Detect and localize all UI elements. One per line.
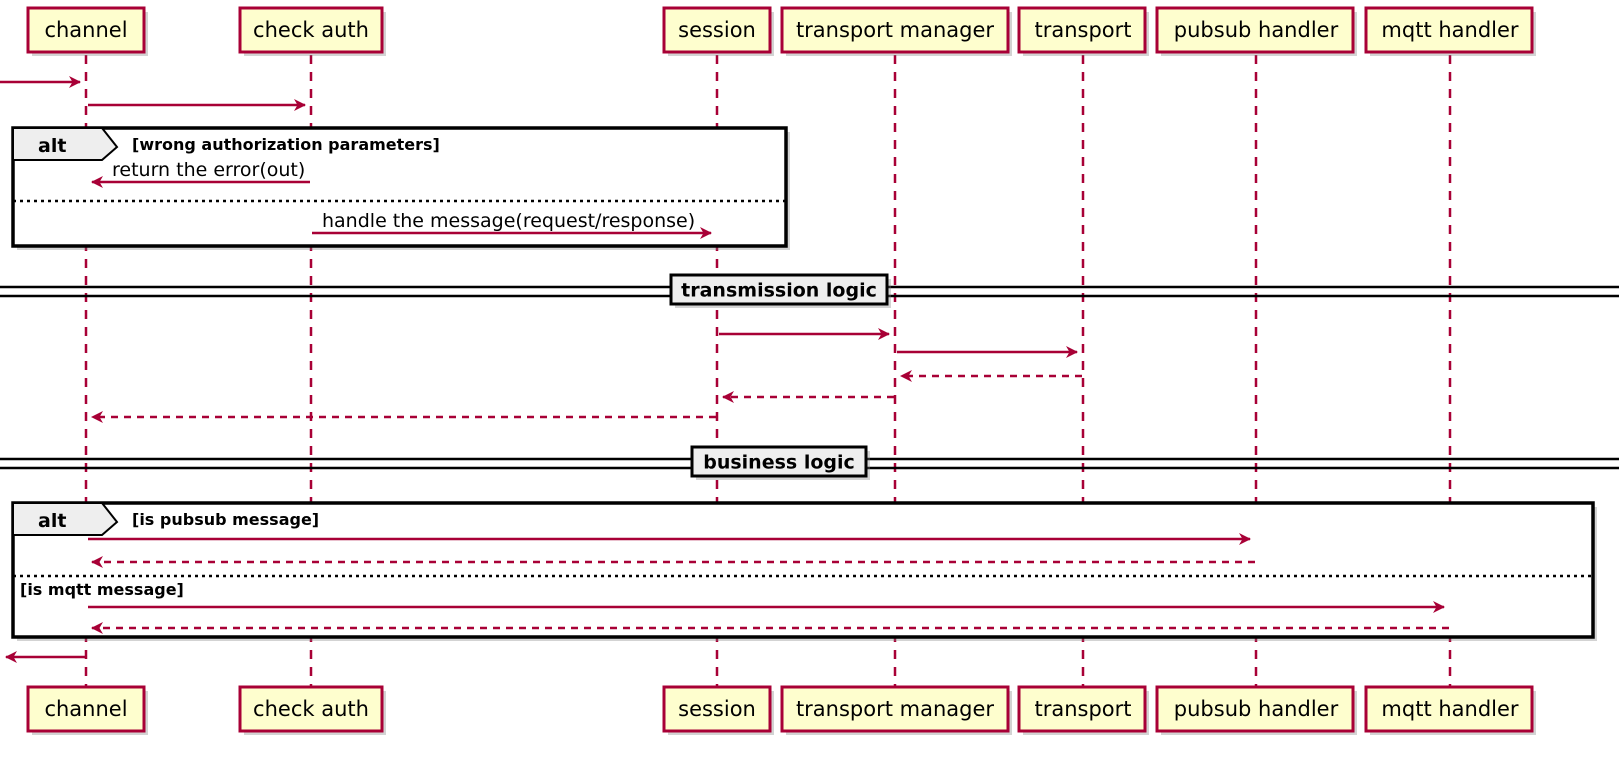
- participant-mqtt-handler-top[interactable]: mqtt handler: [1364, 6, 1536, 56]
- participant-check-auth-bottom[interactable]: check auth: [238, 685, 386, 735]
- divider-business-box: [690, 445, 868, 478]
- participant-check-auth-top-box[interactable]: [238, 6, 384, 54]
- message-label-m3: return the error(out): [112, 159, 305, 181]
- participant-check-auth-bottom-label: check auth: [253, 697, 369, 721]
- message-handle-the-message: handle the message(request/response): [312, 210, 712, 239]
- fragment-alt-business-box: [11, 501, 1595, 639]
- participant-session-bottom-box[interactable]: [662, 685, 772, 733]
- participant-check-auth-top[interactable]: check auth: [238, 6, 386, 56]
- fragment-alt-business-guard-1: [is pubsub message]: [132, 510, 319, 529]
- fragment-alt-auth-label-tab: [12, 127, 119, 161]
- fragment-alt-auth: alt [wrong authorization parameters]: [11, 126, 790, 250]
- participant-pubsub-handler-bottom[interactable]: pubsub handler: [1155, 685, 1357, 735]
- participants-top: channel check auth session transport man…: [26, 6, 1536, 56]
- participant-channel-bottom-label: channel: [44, 697, 127, 721]
- participant-pubsub-handler-bottom-box[interactable]: [1155, 685, 1355, 733]
- participant-channel-top[interactable]: channel: [26, 6, 148, 56]
- participant-transport-bottom-box[interactable]: [1017, 685, 1147, 733]
- participant-session-bottom[interactable]: session: [662, 685, 774, 735]
- fragment-alt-business: alt [is pubsub message] [is mqtt message…: [11, 501, 1597, 641]
- participant-mqtt-handler-top-label: mqtt handler: [1381, 18, 1519, 42]
- participant-pubsub-handler-top[interactable]: pubsub handler: [1155, 6, 1357, 56]
- participant-mqtt-handler-bottom-box[interactable]: [1364, 685, 1534, 733]
- participant-transport-manager-top[interactable]: transport manager: [780, 6, 1012, 56]
- participant-transport-top-box[interactable]: [1017, 6, 1147, 54]
- fragment-alt-auth-box: [11, 126, 788, 248]
- participant-session-top-box[interactable]: [662, 6, 772, 54]
- participant-channel-top-box[interactable]: [26, 6, 146, 54]
- message-label-m4: handle the message(request/response): [322, 210, 695, 232]
- participant-transport-manager-bottom[interactable]: transport manager: [780, 685, 1012, 735]
- participant-transport-manager-bottom-box[interactable]: [780, 685, 1010, 733]
- participant-channel-bottom-box[interactable]: [26, 685, 146, 733]
- participant-channel-bottom[interactable]: channel: [26, 685, 148, 735]
- participant-pubsub-handler-bottom-label: pubsub handler: [1174, 697, 1339, 721]
- participant-mqtt-handler-bottom[interactable]: mqtt handler: [1364, 685, 1536, 735]
- divider-business-label: business logic: [703, 452, 855, 474]
- fragment-alt-auth-guard-1: [wrong authorization parameters]: [132, 135, 440, 154]
- fragment-alt-auth-keyword: alt: [38, 135, 66, 157]
- participant-mqtt-handler-top-box[interactable]: [1364, 6, 1534, 54]
- divider-transmission-logic: transmission logic: [0, 273, 1619, 308]
- divider-transmission-label: transmission logic: [681, 280, 877, 302]
- message-return-the-error: return the error(out): [91, 159, 310, 188]
- participant-pubsub-handler-top-box[interactable]: [1155, 6, 1355, 54]
- participant-transport-top-label: transport: [1034, 18, 1131, 42]
- participant-transport-bottom[interactable]: transport: [1017, 685, 1149, 735]
- fragment-alt-business-keyword: alt: [38, 510, 66, 532]
- participant-pubsub-handler-top-label: pubsub handler: [1174, 18, 1339, 42]
- messages-layer: return the error(out) handle the message…: [0, 76, 1449, 663]
- fragment-alt-business-guard-2: [is mqtt message]: [20, 580, 184, 599]
- participant-session-top[interactable]: session: [662, 6, 774, 56]
- divider-business-logic: business logic: [0, 445, 1619, 480]
- participant-transport-manager-top-box[interactable]: [780, 6, 1010, 54]
- participant-transport-manager-bottom-label: transport manager: [796, 697, 994, 721]
- participant-check-auth-top-label: check auth: [253, 18, 369, 42]
- participant-channel-top-label: channel: [44, 18, 127, 42]
- participant-session-top-label: session: [678, 18, 756, 42]
- fragment-alt-business-label-tab: [12, 502, 119, 536]
- participant-transport-manager-top-label: transport manager: [796, 18, 994, 42]
- participant-transport-bottom-label: transport: [1034, 697, 1131, 721]
- divider-transmission-box: [669, 273, 889, 306]
- participants-bottom: channel check auth session transport man…: [26, 685, 1536, 735]
- participant-session-bottom-label: session: [678, 697, 756, 721]
- participant-mqtt-handler-bottom-label: mqtt handler: [1381, 697, 1519, 721]
- participant-transport-top[interactable]: transport: [1017, 6, 1149, 56]
- participant-check-auth-bottom-box[interactable]: [238, 685, 384, 733]
